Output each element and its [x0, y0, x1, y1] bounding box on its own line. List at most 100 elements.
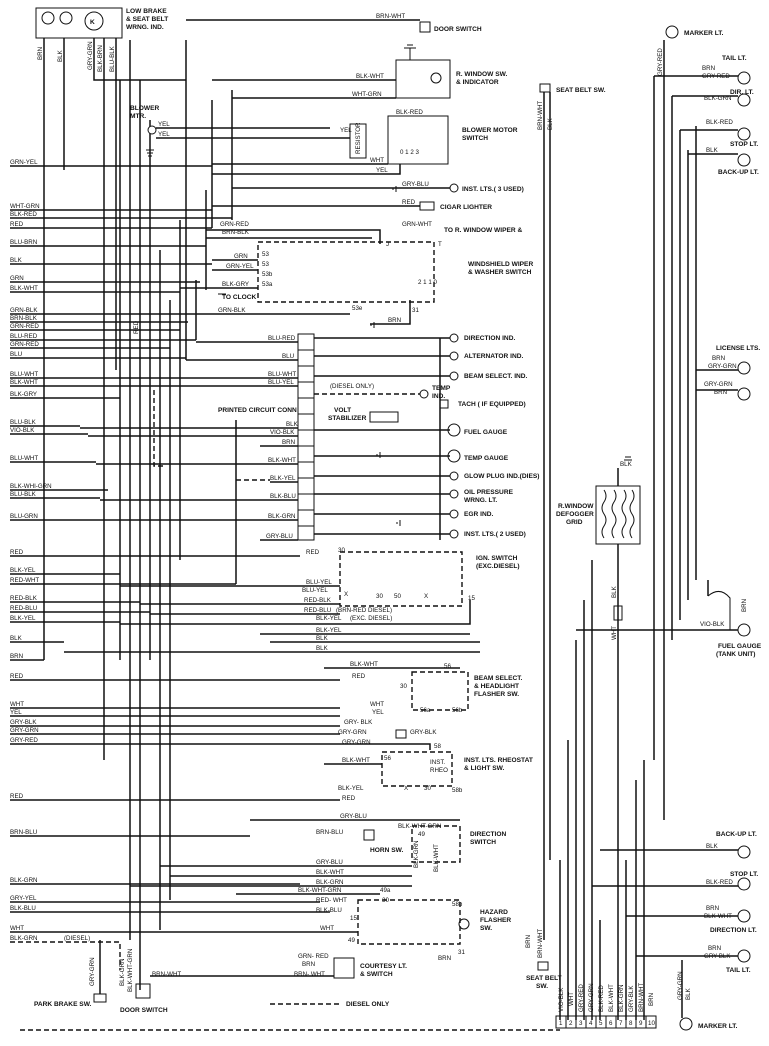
terminal: 53a: [262, 281, 273, 288]
wire-label: RED: [352, 673, 366, 680]
connector-wire: GRY-BLK: [628, 985, 635, 1012]
door-switch-top-label: DOOR SWITCH: [434, 26, 482, 33]
cluster-wire-label: BLK: [286, 421, 299, 428]
terminal: 56: [444, 663, 451, 670]
terminal: X: [344, 591, 348, 598]
terminal: 53: [262, 261, 269, 268]
glow-plug-label: GLOW PLUG IND.(DIES): [464, 473, 539, 480]
wire-label: BLK-WHT: [356, 73, 384, 80]
connector-pin: 6: [609, 1020, 613, 1027]
blower-motor-switch2-label: SWITCH: [462, 135, 488, 142]
terminal: 30: [400, 683, 407, 690]
terminal: 53e: [352, 305, 363, 312]
wire-label: GRY-BLK: [410, 729, 437, 736]
beam-select-switch: BLK-WHT RED 30 56 56a 56b BEAM SELECT. &…: [324, 661, 523, 716]
ign-switch-label: IGN. SWITCH: [476, 555, 518, 562]
wire-label: BLK: [706, 147, 719, 154]
terminal: 56a: [420, 707, 431, 714]
blower-motor: BLOWER MTR. YEL YEL: [130, 105, 350, 139]
wire-label: BRN: [708, 945, 721, 952]
hazard-flasher2-label: FLASHER: [480, 917, 511, 924]
beam-select-sw3-label: FLASHER SW.: [474, 691, 519, 698]
left-wire-label: GRY-BLK: [10, 719, 37, 726]
door-switch-bottom-label: DOOR SWITCH: [120, 1007, 168, 1014]
wire-label: GRN- RED: [298, 953, 329, 960]
tail-lt-bottom-label: TAIL LT.: [726, 967, 751, 974]
connector-pin: 8: [629, 1020, 633, 1027]
wire-label: RED: [133, 320, 140, 334]
left-wire-label: WHT-GRN: [10, 203, 40, 210]
oil-pressure2-label: WRNG. LT.: [464, 497, 497, 504]
left-wire-label: BRN-BLU: [10, 829, 37, 836]
defogger-label: R.WINDOW: [558, 503, 594, 510]
wire-label: BLK-YEL: [338, 785, 364, 792]
fuel-tank-unit: BRN VIO-BLK FUEL GAUGE (TANK UNIT): [576, 580, 762, 658]
wire-label: BLK: [547, 117, 554, 130]
rear-window-defogger: BLK R.WINDOW DEFOGGER GRID BLK WHT: [556, 461, 641, 920]
left-wire-label: WHT: [10, 701, 24, 708]
wire-label: BRN-WHT: [537, 101, 544, 130]
connector-pin: 1: [559, 1020, 563, 1027]
left-wire-bundle: GRN-YEL WHT-GRN BLK-RED RED BLU-BRN BLK …: [10, 159, 340, 970]
resistor-label: RESISTOR: [355, 122, 362, 154]
wire-label: BRN: [741, 599, 748, 612]
connector-wire: BRN: [648, 993, 655, 1006]
wire-label: BLK-WHT-GRN: [398, 823, 441, 830]
connector-pin: 2: [569, 1020, 573, 1027]
wire-label: GRN: [234, 253, 248, 260]
connector-wire: BRN-WHT: [638, 983, 645, 1012]
wire-label: GRY-GRN: [677, 971, 684, 1000]
cigar-lighter-label: CIGAR LIGHTER: [440, 204, 492, 211]
left-wire-label: GRY-YEL: [10, 895, 37, 902]
terminal: 58b: [452, 787, 463, 794]
wire-label: GRY-BLU: [340, 813, 367, 820]
left-wire-label: BLK-GRN: [10, 877, 38, 884]
alternator-ind-label: ALTERNATOR IND.: [464, 353, 524, 360]
terminal: 53: [262, 251, 269, 258]
hazard-flasher: 49a 30 15 49 58b 31 WHT BRN HAZARD FLASH…: [100, 887, 511, 962]
wire-label: BLK: [316, 645, 329, 652]
tach-label: TACH ( IF EQUIPPED): [458, 401, 526, 408]
wire-label: BRN-WHT: [152, 971, 181, 978]
terminal: 58b: [452, 901, 463, 908]
indicator-wires: BRN BLK GRY-GRN BLK-BRN BLU-BLK: [37, 38, 186, 760]
inst-lts-top: GRY-BLU INST. LTS.( 3 USED): [232, 181, 524, 193]
wire-label: WHT: [370, 157, 384, 164]
wire-label: BRN: [388, 317, 401, 324]
wire-label: BRN: [714, 389, 727, 396]
r-window-switch: BLK-WHT WHT-GRN R. WINDOW SW. & INDICATO…: [212, 47, 507, 99]
wire-label: BRN: [37, 47, 44, 60]
wire-label: WHT: [611, 626, 618, 640]
low-brake-label: LOW BRAKE: [126, 8, 167, 15]
wire-label: GRY-GRN: [87, 41, 94, 70]
left-wire-label: BLK-GRY: [10, 391, 37, 398]
wire-label: BRN: [706, 905, 719, 912]
wire-label: GRY-RED: [657, 48, 664, 76]
terminal: 30: [376, 593, 383, 600]
wire-label: YEL: [372, 709, 384, 716]
wire-label: BLK-WHT: [316, 869, 344, 876]
wire-label: BLK: [57, 49, 64, 62]
license-lights: LICENSE LTS. BRN GRY-GRN GRY-GRN BRN: [696, 345, 760, 401]
wire-label: BLK: [611, 585, 618, 598]
wire-label: GRN-RED: [220, 221, 249, 228]
left-wire-label: BLK-WHI-GRN: [10, 483, 52, 490]
wire-label: RED-BLU: [304, 607, 331, 614]
left-wire-label: VIO-BLK: [10, 427, 35, 434]
printed-circuit-label: PRINTED CIRCUIT CONN: [218, 407, 297, 414]
wire-label: BLU-BLK: [109, 45, 116, 72]
wire-label: BLK-RED: [706, 119, 733, 126]
connector-wire: WHT: [568, 992, 575, 1006]
beam-select-sw2-label: & HEADLIGHT: [474, 683, 519, 690]
hazard-flasher-label: HAZARD: [480, 909, 508, 916]
wire-label: RED-BLK: [304, 597, 332, 604]
rheostat-light-switch: GRY- BLK GRY-BLK GRY-GRN GRY-GRN 58 56 I…: [250, 719, 533, 821]
wire-label: GRN-YEL: [226, 263, 254, 270]
left-wire-label: BLU: [10, 351, 22, 358]
left-wire-label: GRY-RED: [10, 737, 38, 744]
terminal: 56: [384, 755, 391, 762]
park-brake-door-switch: GRY-GRN PARK BRAKE SW. BLK-GRN BLK-WHT-G…: [34, 940, 181, 1014]
direction-switch: BRN-BLU HORN SW. BLK-WHT-GRN 49 DIRECTIO…: [130, 823, 507, 914]
wire-label: GRY- BLK: [344, 719, 373, 726]
